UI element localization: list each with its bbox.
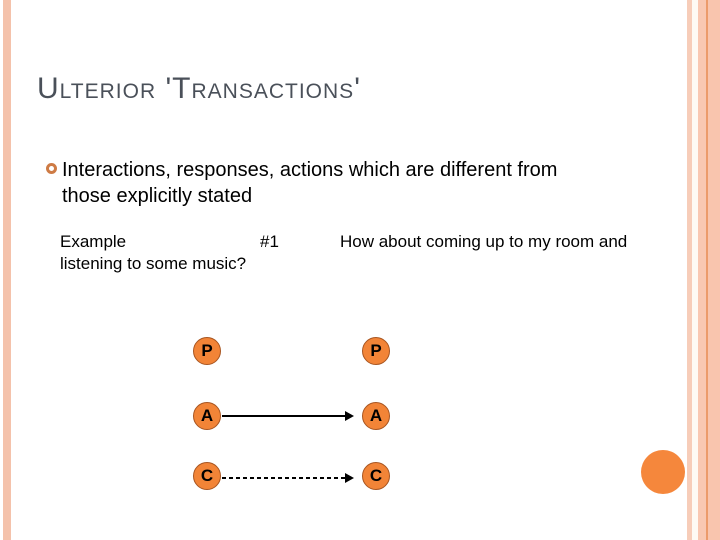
right-edge-stripe-3 bbox=[698, 0, 706, 540]
arrow-adult-to-adult-line bbox=[222, 415, 345, 417]
example-number: #1 bbox=[260, 232, 279, 251]
bullet-ring-icon bbox=[46, 163, 57, 174]
pac-node-right-adult: A bbox=[362, 402, 390, 430]
example-question-line-2: listening to some music? bbox=[60, 254, 247, 273]
left-accent-bar bbox=[3, 0, 11, 540]
right-edge-stripe-2 bbox=[692, 0, 698, 540]
right-edge-stripe-4 bbox=[706, 0, 708, 540]
example-question-line-1: How about coming up to my room and bbox=[340, 232, 628, 251]
page-title: Ulterior 'Transactions' bbox=[37, 72, 361, 105]
pac-node-left-child: C bbox=[193, 462, 221, 490]
pac-node-left-parent: P bbox=[193, 337, 221, 365]
arrow-child-to-child-head bbox=[345, 473, 354, 483]
pac-node-left-adult: A bbox=[193, 402, 221, 430]
right-edge-stripe-5 bbox=[708, 0, 720, 540]
bullet-paragraph: Interactions, responses, actions which a… bbox=[62, 157, 557, 209]
pac-node-right-parent: P bbox=[362, 337, 390, 365]
right-edge-stripe-1 bbox=[687, 0, 692, 540]
decorative-orange-circle bbox=[641, 450, 685, 494]
bullet-line-1: Interactions, responses, actions which a… bbox=[62, 159, 558, 181]
example-label: Example bbox=[60, 232, 127, 251]
arrow-child-to-child-line bbox=[222, 477, 345, 479]
bullet-line-2: those explicitly stated bbox=[62, 185, 253, 207]
pac-node-right-child: C bbox=[362, 462, 390, 490]
arrow-adult-to-adult-head bbox=[345, 411, 354, 421]
